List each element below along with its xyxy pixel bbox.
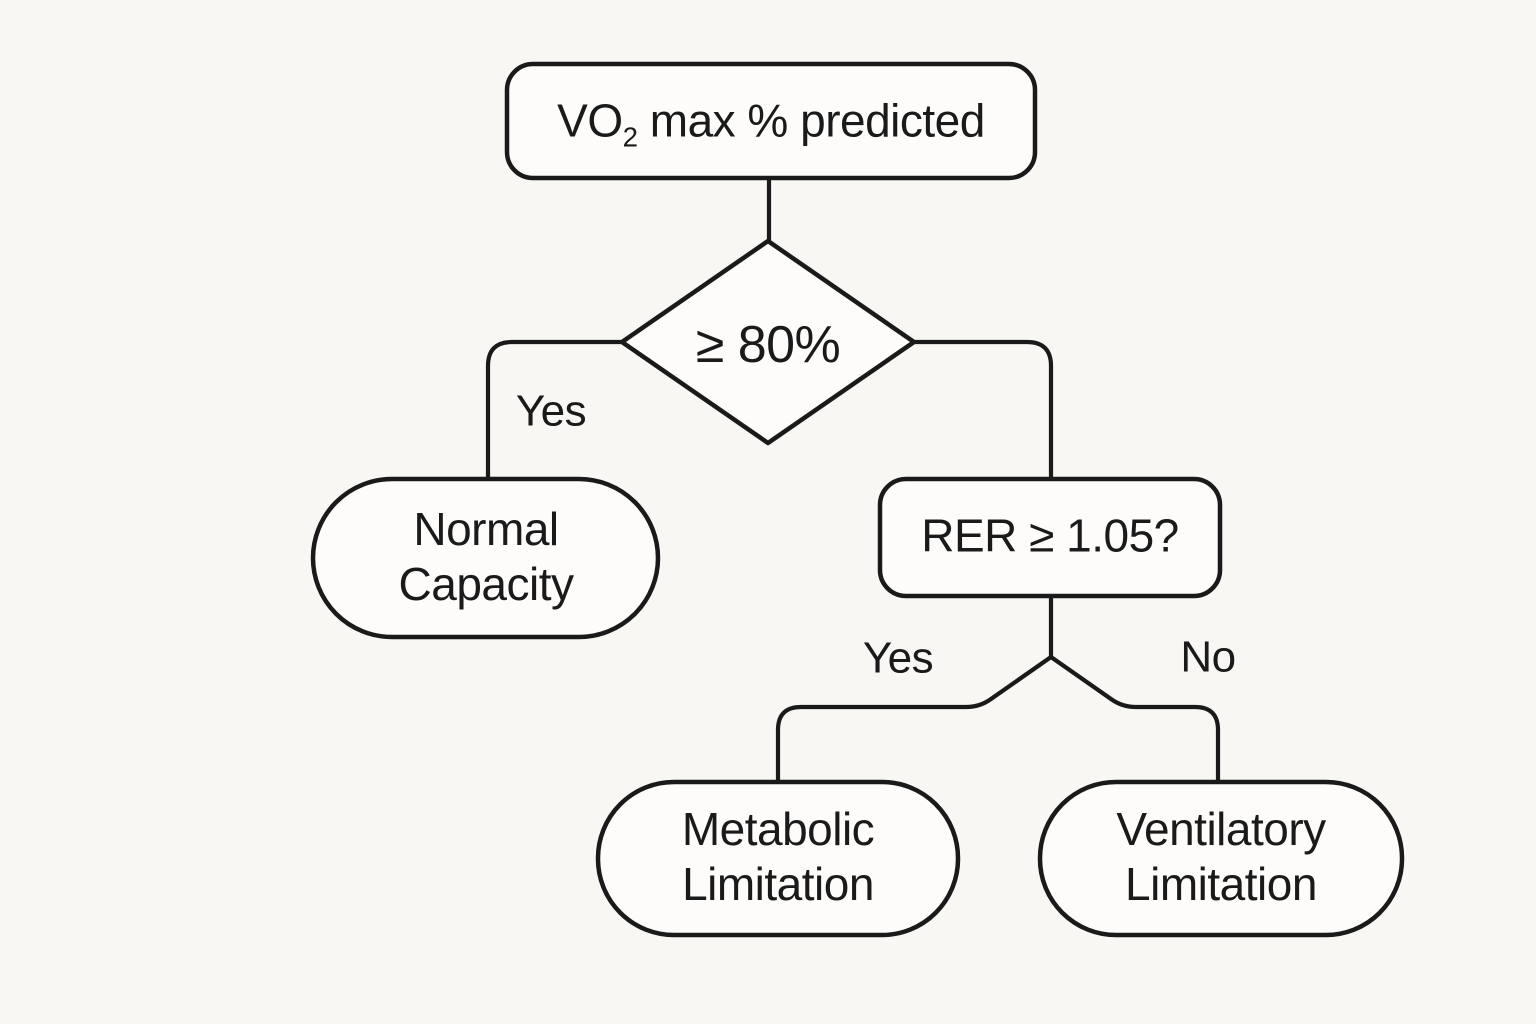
vo2max-node-label: VO2 max % predicted [557,93,986,150]
metabolic-node-label: Metabolic Limitation [681,802,875,910]
edge-threshold-to-rer [903,339,1054,485]
vo2max-node-shape [504,61,1038,181]
normal-capacity-node-label: Normal Capacity [398,502,574,610]
threshold-diamond-shape [619,238,917,446]
vo2max-label-main: VO [557,94,623,147]
edge-threshold-yes [485,339,633,485]
edge-rer-no [1048,654,1221,787]
threshold-yes-edge-label: Yes [515,386,587,436]
vo2max-label-subscript: 2 [622,121,638,153]
vo2max-label-rest: max % predicted [637,94,986,147]
ventilatory-node-shape [1037,779,1405,938]
rer-no-edge-label: No [1180,632,1236,682]
rer-yes-edge-label: Yes [862,633,934,683]
edge-rer-yes [775,654,1054,787]
threshold-decision-label: ≥ 80% [695,315,841,374]
rer-node-shape [877,476,1223,599]
ventilatory-node-label: Ventilatory Limitation [1116,802,1326,910]
metabolic-node-shape [595,779,961,938]
rer-node-label: RER ≥ 1.05? [921,509,1179,562]
normal-capacity-node-shape [310,476,661,640]
